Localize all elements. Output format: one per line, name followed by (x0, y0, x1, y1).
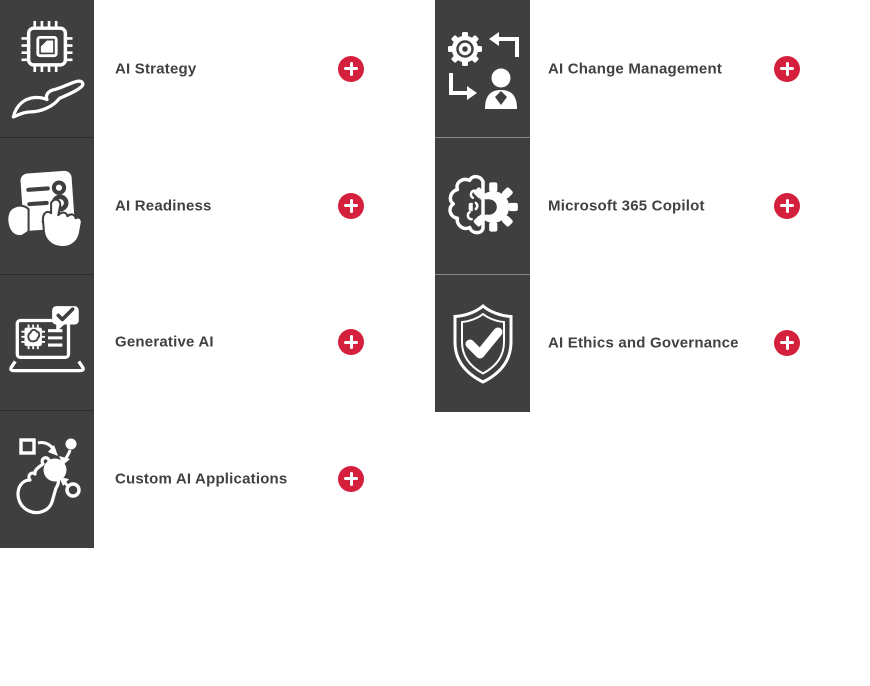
tile-ai-ethics-and-governance (435, 274, 530, 412)
service-row-microsoft-365-copilot: Microsoft 365 Copilot (435, 137, 870, 275)
tile-generative-ai (0, 274, 94, 411)
shield-check-icon (447, 301, 519, 387)
expand-button-microsoft-365-copilot[interactable] (774, 192, 800, 219)
service-label: AI Change Management (548, 60, 723, 77)
tile-ai-strategy (0, 0, 94, 137)
service-row-custom-ai-applications: Custom AI Applications (0, 410, 435, 548)
service-label: Generative AI (115, 333, 214, 351)
service-label: Microsoft 365 Copilot (548, 197, 705, 214)
service-row-ai-ethics-and-governance: AI Ethics and Governance (435, 274, 870, 412)
service-label: AI Readiness (115, 197, 212, 214)
expand-button-custom-ai-applications[interactable] (338, 465, 364, 492)
expand-button-generative-ai[interactable] (338, 329, 364, 355)
tile-ai-change-management (435, 0, 530, 137)
laptop-ai-chat-check-icon (5, 306, 89, 380)
expand-button-ai-change-management[interactable] (774, 55, 800, 82)
expand-button-ai-ethics-and-governance[interactable] (774, 329, 800, 356)
tile-custom-ai-applications (0, 410, 94, 548)
service-row-ai-readiness: AI Readiness (0, 137, 435, 275)
tile-microsoft-365-copilot (435, 137, 530, 275)
tile-ai-readiness (0, 137, 94, 275)
gear-arrows-person-icon (443, 26, 523, 112)
service-label: Custom AI Applications (115, 470, 288, 487)
service-row-ai-strategy: AI Strategy (0, 0, 435, 137)
service-label: AI Ethics and Governance (548, 334, 739, 351)
chip-on-hand-icon (8, 18, 86, 120)
tap-flow-nodes-icon (7, 433, 87, 527)
hands-tablet-icon (6, 164, 88, 250)
service-label: AI Strategy (115, 60, 197, 77)
expand-button-ai-readiness[interactable] (338, 192, 364, 219)
service-row-generative-ai: Generative AI (0, 274, 435, 411)
service-row-ai-change-management: AI Change Management (435, 0, 870, 137)
brain-gear-icon (442, 171, 524, 243)
expand-button-ai-strategy[interactable] (338, 55, 364, 82)
